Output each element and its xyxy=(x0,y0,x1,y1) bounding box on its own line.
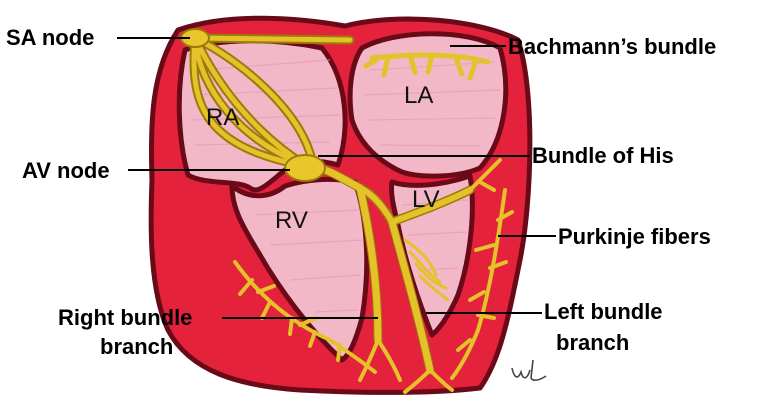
av-node-shape xyxy=(285,155,325,181)
label-la: LA xyxy=(404,82,433,109)
label-bundle-of-his: Bundle of His xyxy=(532,143,674,168)
label-sa-node: SA node xyxy=(6,25,94,50)
label-purkinje-fibers: Purkinje fibers xyxy=(558,224,711,249)
label-right-bundle-line2: branch xyxy=(100,334,173,359)
label-right-bundle-line1: Right bundle xyxy=(58,305,192,330)
label-av-node: AV node xyxy=(22,158,110,183)
label-left-bundle-line2: branch xyxy=(556,330,629,355)
label-ra: RA xyxy=(206,104,239,131)
label-bachmanns-bundle: Bachmann’s bundle xyxy=(508,34,716,59)
bachmanns-bundle xyxy=(195,38,350,40)
label-rv: RV xyxy=(275,207,308,234)
label-left-bundle-line1: Left bundle xyxy=(544,299,663,324)
artist-signature xyxy=(512,360,546,380)
label-lv: LV xyxy=(412,186,440,213)
